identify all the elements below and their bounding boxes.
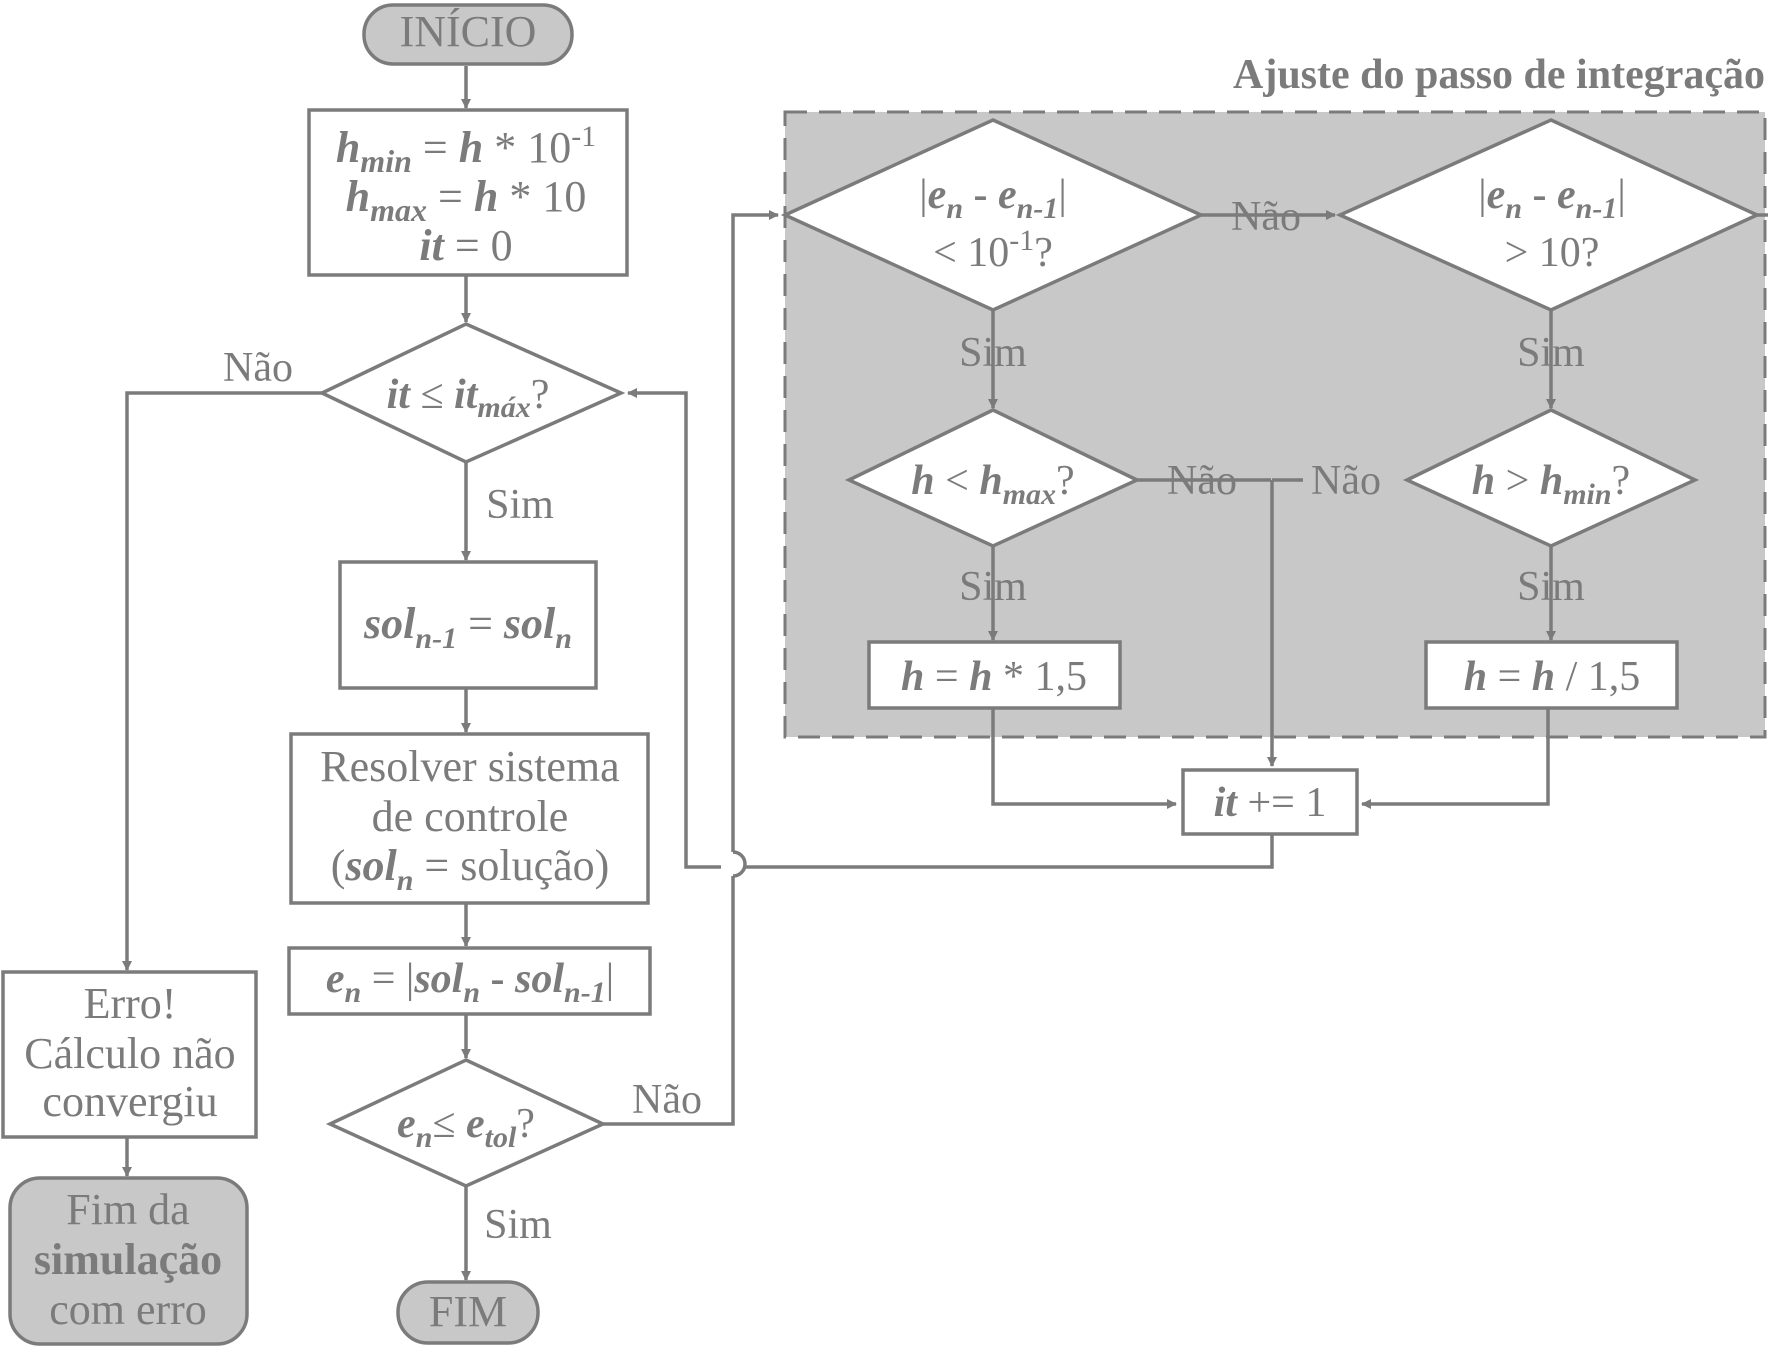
init-box: [307, 108, 629, 277]
solve-line-3: (soln = solução): [331, 841, 610, 897]
d4-yes-label: Sim: [1517, 564, 1585, 610]
iteration-yes-label: Sim: [486, 482, 554, 528]
d3-yes-label: Sim: [959, 564, 1027, 610]
sol-update-box: [338, 560, 598, 690]
h-above-min-diamond: [1402, 408, 1700, 548]
solve-line-1: Resolver sistema: [320, 742, 619, 791]
d2-line-1: |en - en-1|: [1478, 172, 1626, 225]
init-line-3: it = 0: [419, 221, 512, 270]
d1-line-1: |en - en-1|: [919, 172, 1067, 225]
d1-yes-label: Sim: [959, 330, 1027, 376]
tolerance-yes-label: Sim: [484, 1202, 552, 1248]
sim-end-line-1: Fim da: [66, 1185, 189, 1234]
d4-no-label: Não: [1311, 458, 1381, 504]
error-large-diamond: [1335, 118, 1762, 312]
iteration-check-diamond: [317, 322, 626, 464]
error-line-3: convergiu: [42, 1077, 217, 1126]
d2-yes-label: Sim: [1517, 330, 1585, 376]
tolerance-no-label: Não: [632, 1077, 702, 1123]
error-calc-box: [287, 946, 652, 1016]
increase-step-label: h = h * 1,5: [901, 654, 1087, 700]
increase-step-box: [867, 640, 1122, 710]
iteration-check-label: it ≤ itmáx?: [387, 372, 550, 424]
init-line-2: hmax = h * 10: [346, 172, 587, 228]
decrease-step-label: h = h / 1,5: [1464, 654, 1641, 700]
tolerance-check-diamond: [325, 1058, 608, 1188]
iteration-no-label: Não: [223, 345, 293, 391]
decrease-step-box: [1424, 640, 1679, 710]
error-box: [1, 970, 258, 1139]
error-calc-label: en = |soln - soln-1|: [326, 956, 614, 1009]
iteration-increment-box: [1181, 768, 1359, 836]
h-below-max-diamond: [844, 408, 1142, 548]
error-line-2: Cálculo não: [24, 1029, 235, 1078]
end-label: FIM: [429, 1287, 507, 1336]
end-terminal: [396, 1280, 540, 1345]
d1-line-2: < 10-1?: [933, 224, 1053, 276]
solve-line-2: de controle: [372, 792, 569, 841]
solve-control-box: [289, 732, 650, 905]
sim-end-line-2: simulação: [34, 1235, 222, 1284]
sim-end-line-3: com erro: [49, 1285, 207, 1334]
init-line-1: hmin = h * 10-1: [336, 120, 596, 179]
error-small-diamond: [780, 118, 1206, 312]
d3-no-label: Não: [1167, 458, 1237, 504]
sol-update-label: soln-1 = soln: [363, 599, 572, 655]
connectors: [122, 66, 1768, 1281]
simulation-end-terminal: [8, 1176, 249, 1346]
d1-no-label: Não: [1231, 194, 1301, 240]
iteration-increment-label: it += 1: [1214, 780, 1327, 826]
d3-label: h < hmax?: [911, 458, 1074, 511]
start-terminal: [362, 3, 574, 66]
panel-title: Ajuste do passo de integração: [1233, 52, 1765, 98]
d4-label: h > hmin?: [1472, 458, 1630, 511]
start-label: INÍCIO: [400, 7, 537, 56]
d2-line-2: > 10?: [1505, 230, 1600, 276]
error-line-1: Erro!: [84, 979, 177, 1028]
tolerance-check-label: en≤ etol?: [397, 1101, 535, 1154]
